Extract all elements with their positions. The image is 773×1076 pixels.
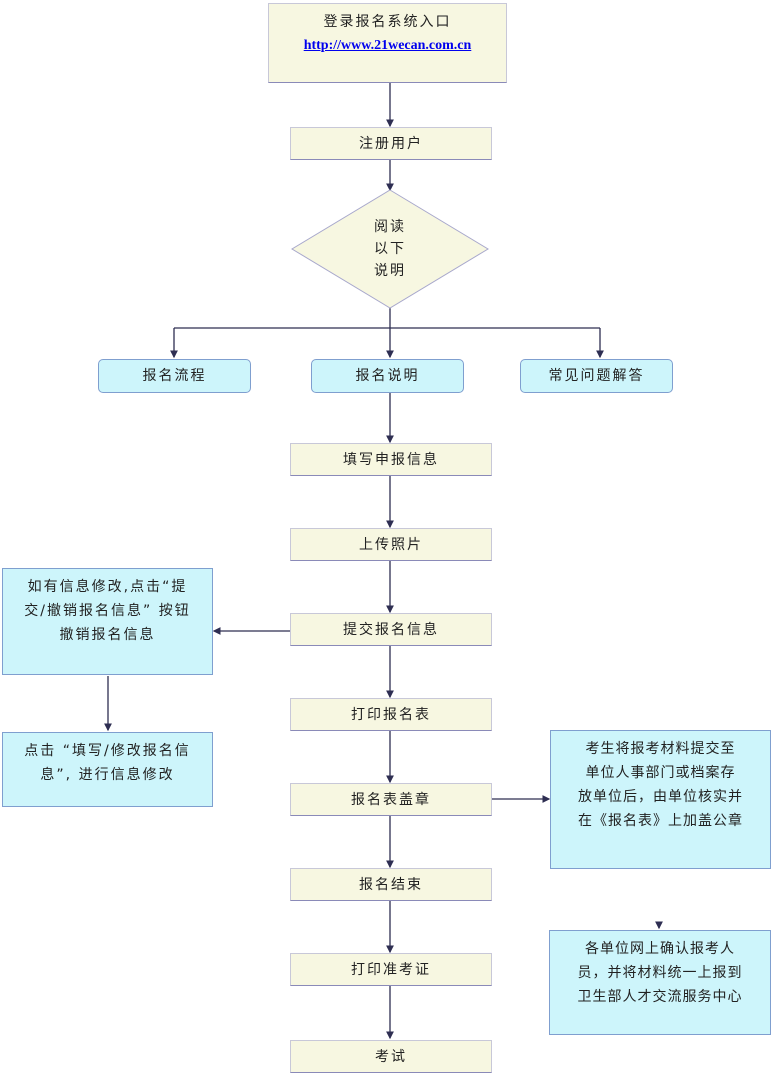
note-line: 员，并将材料统一上报到 [577,965,743,981]
step-stamp-form: 报名表盖章 [290,783,492,816]
note-line: 撤销报名信息 [59,627,156,643]
entry-url-link[interactable]: http://www.21wecan.com.cn [303,38,472,53]
step-upload-photo: 上传照片 [290,528,492,561]
step-register: 注册用户 [290,127,492,160]
note-line: 各单位网上确认报考人 [585,941,735,957]
note-line: 考生将报考材料提交至 [585,741,736,757]
note-line: 交/撤销报名信息” 按钮 [24,603,191,619]
note-stamp: 考生将报考材料提交至 单位人事部门或档案存 放单位后，由单位核实并 在《报名表》… [550,730,771,869]
entry-box: 登录报名系统入口 http://www.21wecan.com.cn [268,3,507,83]
step-print-form: 打印报名表 [290,698,492,731]
note-line: 放单位后，由单位核实并 [578,789,743,805]
step-finish: 报名结束 [290,868,492,901]
branch-process[interactable]: 报名流程 [98,359,251,393]
decision-line: 以下 [374,241,406,257]
step-print-admission: 打印准考证 [290,953,492,986]
branch-faq[interactable]: 常见问题解答 [520,359,673,393]
step-fill-info: 填写申报信息 [290,443,492,476]
decision-line: 说明 [374,263,406,279]
note-line: 在《报名表》上加盖公章 [578,813,743,829]
note-line: 卫生部人才交流服务中心 [577,989,743,1005]
decision-diamond [291,189,489,309]
step-submit-info: 提交报名信息 [290,613,492,646]
note-line: 单位人事部门或档案存 [585,765,736,781]
note-modify: 如有信息修改,点击“提 交/撤销报名信息” 按钮 撤销报名信息 [2,568,213,675]
decision-text: 阅读 以下 说明 [350,216,430,282]
branch-instructions[interactable]: 报名说明 [311,359,464,393]
note-line: 如有信息修改,点击“提 [27,579,188,595]
note-edit: 点击 “填写/修改报名信 息”, 进行信息修改 [2,732,213,807]
step-exam: 考试 [290,1040,492,1073]
decision-line: 阅读 [374,219,406,235]
note-line: 息”, 进行信息修改 [40,767,175,783]
note-line: 点击 “填写/修改报名信 [24,743,191,759]
note-confirm: 各单位网上确认报考人 员，并将材料统一上报到 卫生部人才交流服务中心 [549,930,771,1035]
entry-title: 登录报名系统入口 [323,14,452,30]
